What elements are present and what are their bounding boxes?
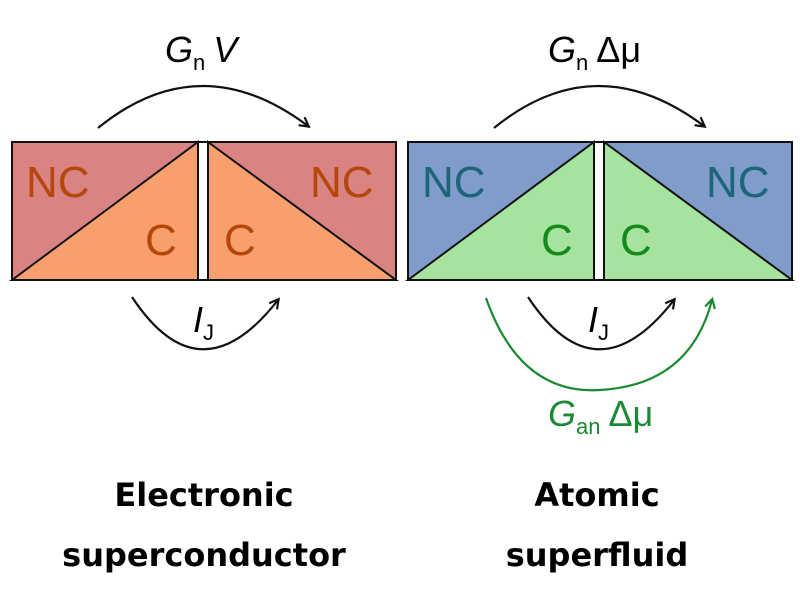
electronic-barrier bbox=[197, 141, 209, 281]
atomic-current-arrow bbox=[527, 296, 674, 351]
electronic-c-right-label: C bbox=[224, 216, 256, 265]
electronic-caption-line2: superconductor bbox=[62, 536, 346, 574]
electronic-current-arrow bbox=[131, 296, 278, 351]
electronic-current-label: IJ bbox=[193, 299, 214, 345]
electronic-nc-right-label: NC bbox=[310, 158, 374, 207]
atomic-caption-line1: Atomic bbox=[534, 476, 659, 514]
atomic-nc-right-label: NC bbox=[706, 158, 770, 207]
atomic-barrier bbox=[593, 141, 605, 281]
atomic-caption-line2: superfluid bbox=[506, 536, 689, 574]
atomic-c-left-label: C bbox=[541, 216, 573, 265]
atomic-anomalous-arrow bbox=[484, 298, 712, 392]
electronic-caption-line1: Electronic bbox=[114, 476, 293, 514]
atomic-top-arrow bbox=[493, 84, 704, 129]
electronic-top-arrow bbox=[97, 84, 308, 129]
electronic-c-left-label: C bbox=[145, 216, 177, 265]
atomic-c-right-label: C bbox=[620, 216, 652, 265]
electronic-nc-left-label: NC bbox=[26, 158, 90, 207]
atomic-nc-left-label: NC bbox=[422, 158, 486, 207]
atomic-current-label: IJ bbox=[588, 299, 609, 345]
